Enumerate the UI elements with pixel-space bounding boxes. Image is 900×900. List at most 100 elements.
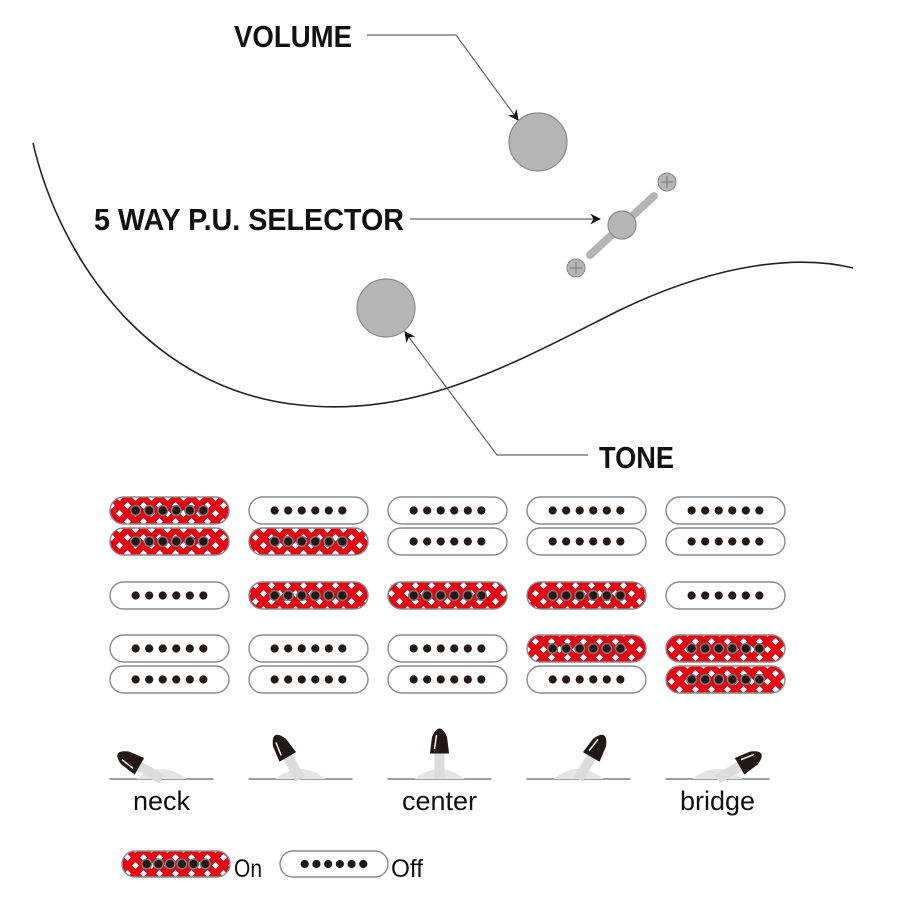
pole-piece bbox=[324, 591, 333, 600]
combo-position-1 bbox=[109, 496, 230, 694]
bridge-coil-bottom bbox=[526, 665, 647, 694]
pole-piece bbox=[741, 675, 750, 684]
pickup-combination-grid bbox=[109, 496, 786, 694]
bridge-coil-top bbox=[387, 634, 508, 663]
volume-leader-line bbox=[367, 34, 519, 121]
pole-piece bbox=[158, 675, 167, 684]
neck-coil-top bbox=[109, 496, 230, 525]
pole-piece bbox=[728, 537, 737, 546]
pole-piece bbox=[728, 591, 737, 600]
middle-single-coil bbox=[248, 581, 369, 610]
pole-piece bbox=[270, 506, 279, 515]
combo-position-2 bbox=[248, 496, 369, 694]
pole-piece bbox=[616, 675, 625, 684]
pole-piece bbox=[616, 644, 625, 653]
pole-piece bbox=[270, 675, 279, 684]
pole-piece bbox=[701, 675, 710, 684]
screw-icon bbox=[566, 258, 586, 278]
pole-piece bbox=[145, 537, 154, 546]
pole-piece bbox=[311, 506, 320, 515]
middle-single-coil bbox=[526, 581, 647, 610]
neck-coil-bottom bbox=[387, 527, 508, 556]
pole-piece bbox=[311, 675, 320, 684]
pole-piece bbox=[741, 537, 750, 546]
pole-piece bbox=[463, 591, 472, 600]
selector-switch[interactable] bbox=[585, 191, 659, 260]
pole-piece bbox=[172, 506, 181, 515]
tone-leader-line bbox=[404, 331, 588, 456]
pole-piece bbox=[728, 644, 737, 653]
pole-piece bbox=[185, 591, 194, 600]
pole-piece bbox=[548, 537, 557, 546]
off-coil-sample bbox=[279, 850, 389, 878]
tone-label: TONE bbox=[599, 440, 674, 475]
pole-piece bbox=[409, 644, 418, 653]
pole-piece bbox=[548, 644, 557, 653]
pole-piece bbox=[589, 537, 598, 546]
pole-piece bbox=[477, 675, 486, 684]
pole-piece bbox=[142, 859, 151, 869]
pole-piece bbox=[199, 506, 208, 515]
pole-piece bbox=[423, 644, 432, 653]
lever-shaft bbox=[574, 752, 597, 782]
pole-piece bbox=[575, 591, 584, 600]
pole-piece bbox=[311, 537, 320, 546]
pole-piece bbox=[741, 591, 750, 600]
pole-piece bbox=[562, 644, 571, 653]
pole-piece bbox=[131, 675, 140, 684]
position-label: neck bbox=[133, 786, 191, 816]
pole-piece bbox=[158, 591, 167, 600]
pole-piece bbox=[755, 675, 764, 684]
neck-coil-bottom bbox=[665, 527, 786, 556]
pole-piece bbox=[145, 675, 154, 684]
switch-lever-icon bbox=[117, 751, 165, 784]
volume-knob[interactable] bbox=[508, 112, 568, 172]
pole-piece bbox=[728, 506, 737, 515]
pole-piece bbox=[436, 506, 445, 515]
pole-piece bbox=[145, 506, 154, 515]
pole-piece bbox=[297, 644, 306, 653]
switch-position-3[interactable]: center bbox=[387, 728, 492, 816]
pole-piece bbox=[755, 644, 764, 653]
pole-piece bbox=[589, 644, 598, 653]
pole-piece bbox=[177, 859, 186, 869]
bridge-coil-top bbox=[665, 634, 786, 663]
pole-piece bbox=[270, 644, 279, 653]
pole-piece bbox=[477, 506, 486, 515]
legend: On Off bbox=[121, 850, 423, 883]
switch-position-2[interactable] bbox=[248, 731, 353, 783]
pole-piece bbox=[602, 644, 611, 653]
pole-piece bbox=[602, 591, 611, 600]
middle-single-coil bbox=[109, 581, 230, 610]
pole-piece bbox=[450, 506, 459, 515]
pole-piece bbox=[199, 591, 208, 600]
pole-piece bbox=[338, 644, 347, 653]
pole-piece bbox=[687, 591, 696, 600]
pole-piece bbox=[172, 675, 181, 684]
pole-piece bbox=[755, 537, 764, 546]
pole-piece bbox=[172, 537, 181, 546]
pole-piece bbox=[324, 859, 333, 869]
pole-piece bbox=[338, 591, 347, 600]
switch-position-5[interactable]: bridge bbox=[665, 746, 770, 816]
pole-piece bbox=[270, 591, 279, 600]
pole-piece bbox=[463, 675, 472, 684]
pole-piece bbox=[728, 675, 737, 684]
pole-piece bbox=[324, 675, 333, 684]
pole-piece bbox=[335, 859, 344, 869]
pole-piece bbox=[409, 537, 418, 546]
bridge-coil-top bbox=[526, 634, 647, 663]
switch-position-1[interactable]: neck bbox=[109, 746, 214, 816]
body-outline bbox=[32, 142, 854, 408]
pole-piece bbox=[436, 644, 445, 653]
pole-piece bbox=[423, 675, 432, 684]
tone-knob[interactable] bbox=[356, 278, 416, 338]
legend-on-swatch bbox=[121, 850, 231, 878]
neck-coil-bottom bbox=[526, 527, 647, 556]
lever-highlight bbox=[275, 742, 282, 756]
switch-position-4[interactable] bbox=[526, 731, 631, 783]
pole-piece bbox=[701, 644, 710, 653]
pole-piece bbox=[189, 859, 198, 869]
pole-piece bbox=[575, 675, 584, 684]
pole-piece bbox=[423, 537, 432, 546]
